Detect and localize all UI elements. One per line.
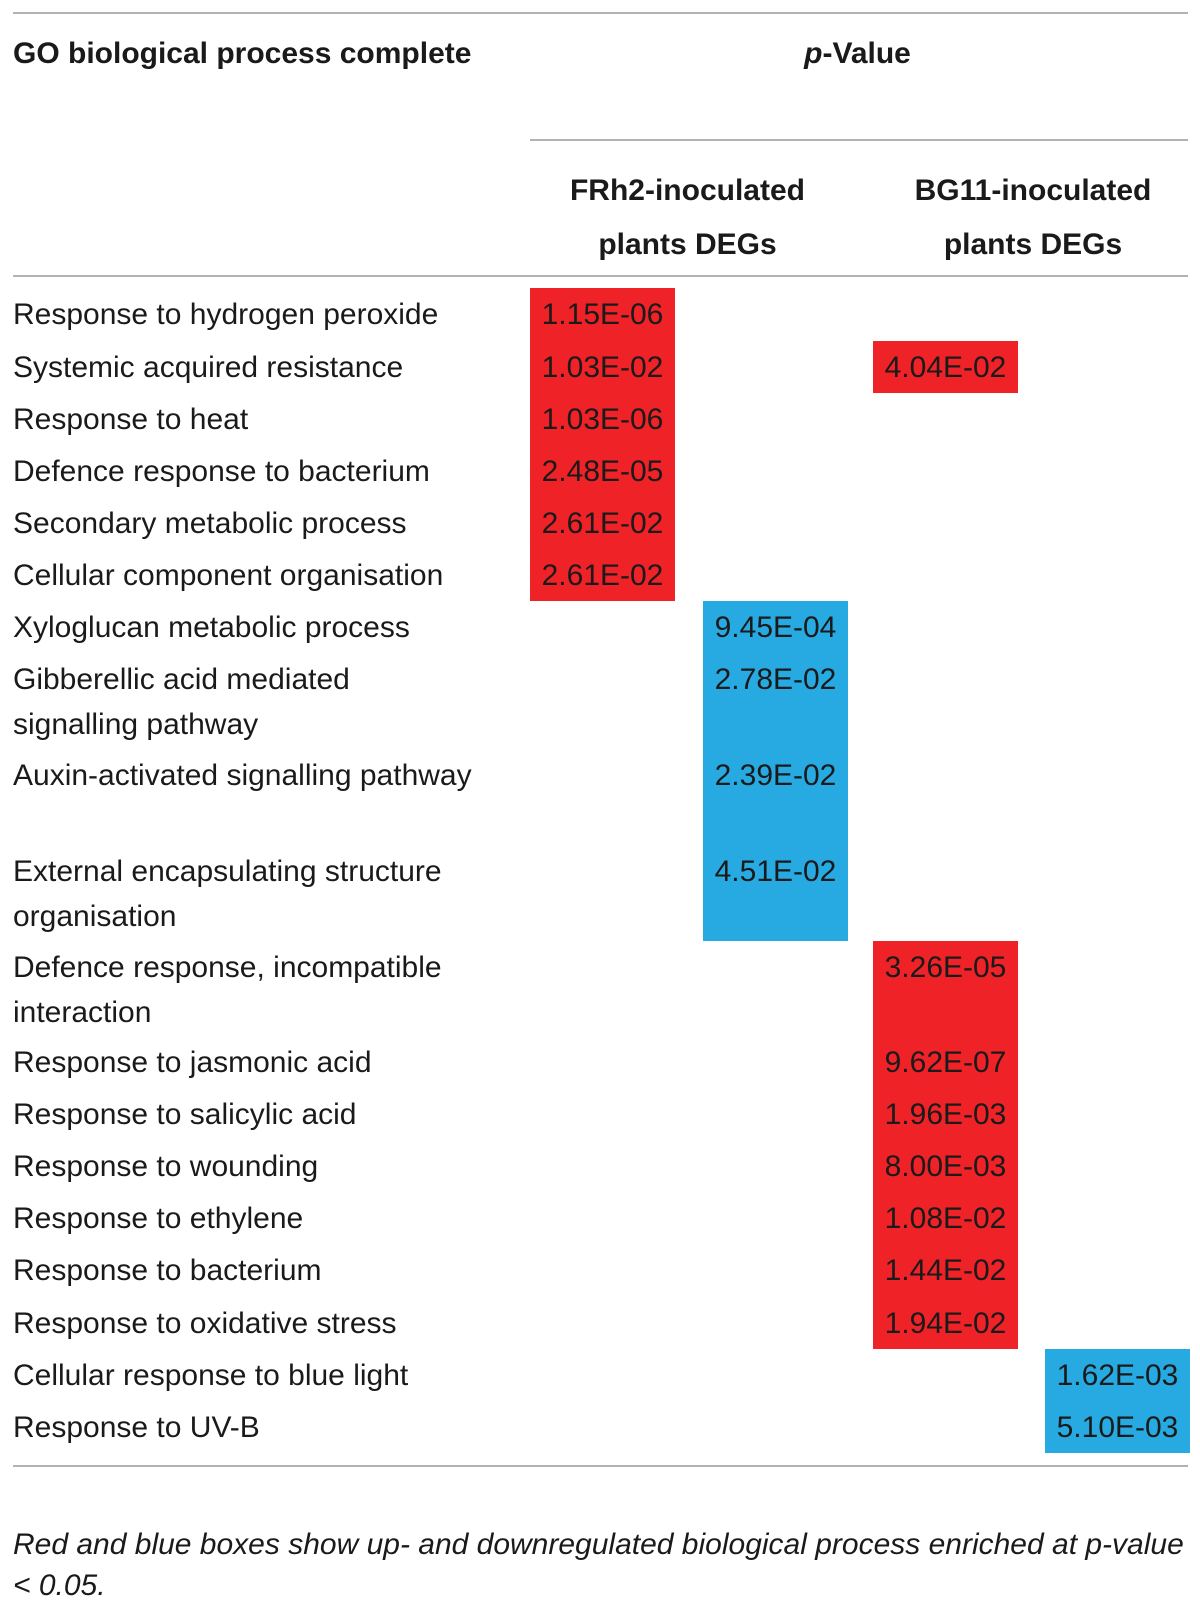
pvalue-cell: 4.04E-02 xyxy=(873,341,1018,393)
row-label: Xyloglucan metabolic process xyxy=(13,611,410,644)
pvalue-cell: 3.26E-05 xyxy=(873,941,1018,1036)
pvalue-cell: 2.78E-02 xyxy=(703,653,848,749)
pvalue-cell: 2.61E-02 xyxy=(530,549,675,601)
pvalue-cell: 2.48E-05 xyxy=(530,445,675,497)
pvalue-cell: 9.45E-04 xyxy=(703,601,848,653)
pvalue-rule xyxy=(530,139,1188,141)
row-label: Secondary metabolic process xyxy=(13,507,407,540)
row-label: Response to oxidative stress xyxy=(13,1307,397,1340)
pvalue-cell: 1.44E-02 xyxy=(873,1244,1018,1297)
top-rule xyxy=(13,12,1188,14)
pvalue-cell: 4.51E-02 xyxy=(703,845,848,941)
row-label: External encapsulating structure organis… xyxy=(13,855,442,933)
pvalue-cell: 1.96E-03 xyxy=(873,1088,1018,1140)
pvalue-cell: 2.61E-02 xyxy=(530,497,675,549)
pvalue-cell: 1.03E-06 xyxy=(530,393,675,445)
pvalue-header: p-Value xyxy=(530,32,1185,76)
pvalue-cell: 1.03E-02 xyxy=(530,341,675,393)
pvalue-p: p xyxy=(804,37,823,70)
row-label: Cellular response to blue light xyxy=(13,1359,409,1392)
pvalue-cell: 5.10E-03 xyxy=(1045,1401,1190,1453)
bottom-rule xyxy=(13,1465,1188,1467)
pvalue-rest: -Value xyxy=(822,37,911,70)
row-label: Response to ethylene xyxy=(13,1202,304,1235)
frh2-column-header: FRh2-inoculated plants DEGs xyxy=(569,174,805,261)
pvalue-cell: 1.62E-03 xyxy=(1045,1349,1190,1401)
row-label: Response to wounding xyxy=(13,1150,319,1183)
row-label: Response to hydrogen peroxide xyxy=(13,298,439,331)
row-label: Response to salicylic acid xyxy=(13,1098,357,1131)
row-label: Cellular component organisation xyxy=(13,559,444,592)
go-column-header: GO biological process complete xyxy=(13,37,472,70)
row-label: Defence response, incompatible interacti… xyxy=(13,951,442,1029)
row-label: Gibberellic acid mediated signalling pat… xyxy=(13,663,350,741)
table-footnote: Red and blue boxes show up- and downregu… xyxy=(13,1528,1184,1602)
pvalue-cell: 1.08E-02 xyxy=(873,1192,1018,1244)
row-label: Response to bacterium xyxy=(13,1254,322,1287)
pvalue-cell: 9.62E-07 xyxy=(873,1036,1018,1088)
row-label: Response to UV-B xyxy=(13,1411,260,1444)
pvalue-cell: 2.39E-02 xyxy=(703,749,848,845)
pvalue-cell: 8.00E-03 xyxy=(873,1140,1018,1192)
pvalue-cell: 1.94E-02 xyxy=(873,1297,1018,1349)
bg11-column-header: BG11-inoculated plants DEGs xyxy=(914,174,1152,261)
row-label: Defence response to bacterium xyxy=(13,455,430,488)
row-label: Response to jasmonic acid xyxy=(13,1046,372,1079)
row-label: Systemic acquired resistance xyxy=(13,351,404,384)
header-rule xyxy=(13,275,1188,277)
row-label: Auxin-activated signalling pathway xyxy=(13,759,472,792)
row-label: Response to heat xyxy=(13,403,249,436)
pvalue-cell: 1.15E-06 xyxy=(530,288,675,341)
